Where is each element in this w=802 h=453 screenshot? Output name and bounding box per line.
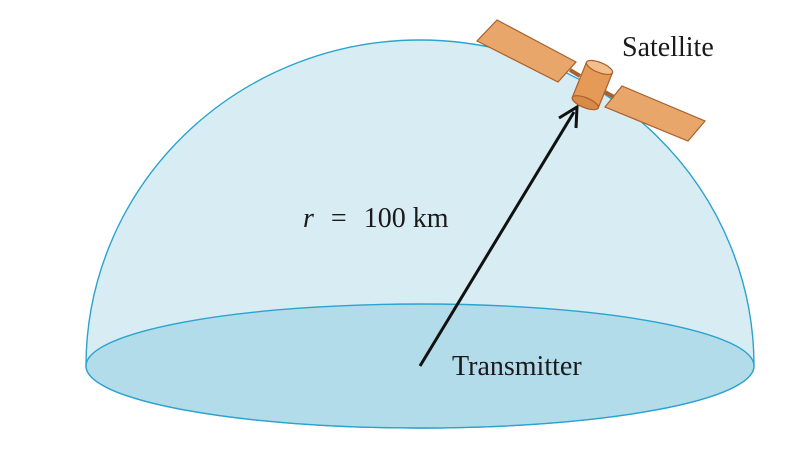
radius-variable: r [303,203,314,234]
radius-equals: = [331,203,347,234]
left-solar-panel [476,19,577,83]
right-solar-panel [604,85,706,142]
satellite-label: Satellite [622,32,714,63]
satellite-icon [476,19,706,142]
radius-arrow [418,104,579,367]
radius-value: 100 km [364,203,449,234]
radius-label: r = 100 km [303,203,449,234]
transmitter-label: Transmitter [452,351,582,382]
